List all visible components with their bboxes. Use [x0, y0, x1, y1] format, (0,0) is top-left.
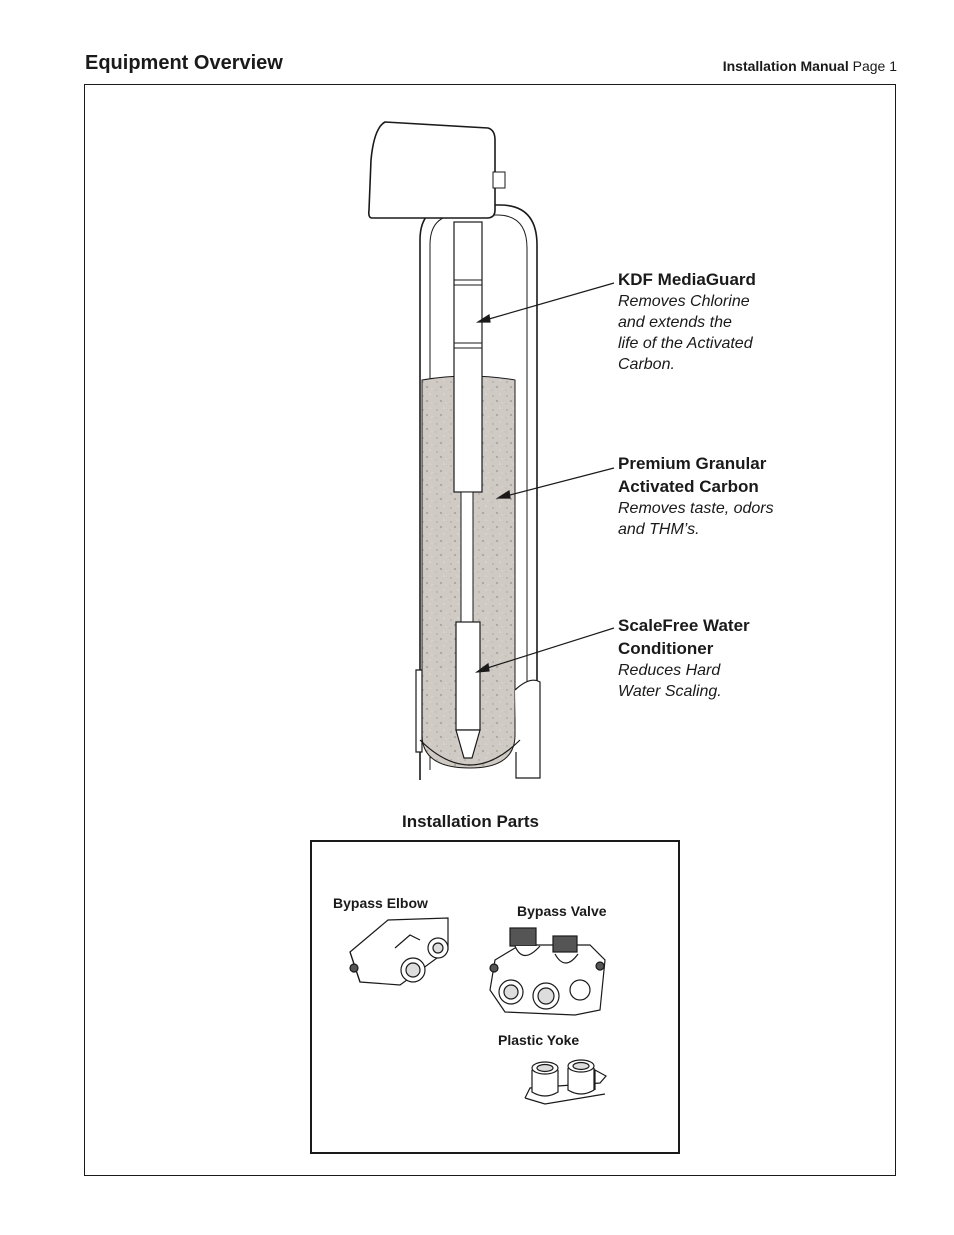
installation-parts-box — [310, 840, 680, 1154]
callout-description: Removes taste, odors and THM’s. — [618, 500, 774, 538]
part-label-bypass-elbow: Bypass Elbow — [333, 895, 428, 911]
callout-scalefree: ScaleFree Water Conditioner Reduces Hard… — [618, 614, 750, 702]
leader-kdf — [481, 282, 615, 322]
page-title: Equipment Overview — [85, 52, 283, 74]
callout-activated-carbon: Premium Granular Activated Carbon Remove… — [618, 452, 774, 540]
plastic-yoke-drawing — [524, 1059, 607, 1105]
callout-description: Reduces Hard Water Scaling. — [618, 662, 722, 700]
part-label-bypass-valve: Bypass Valve — [517, 903, 607, 919]
part-label-plastic-yoke: Plastic Yoke — [498, 1032, 580, 1048]
installation-parts-title: Installation Parts — [402, 812, 539, 831]
content-frame — [84, 84, 896, 1176]
leader-carbon — [501, 467, 615, 498]
callout-kdf-mediaguard: KDF MediaGuard Removes Chlorine and exte… — [618, 268, 756, 375]
callout-title: KDF MediaGuard — [618, 270, 756, 289]
bypass-valve-drawing — [489, 927, 606, 1016]
bypass-elbow-drawing — [349, 917, 449, 986]
callout-description: Removes Chlorine and extends the life of… — [618, 293, 753, 373]
control-valve-head — [368, 121, 496, 219]
page-header-info: Installation Manual Page 1 — [723, 58, 897, 74]
callout-title: Premium Granular Activated Carbon — [618, 454, 767, 496]
leader-scalefree — [480, 627, 615, 671]
page-number: Page 1 — [852, 58, 897, 74]
callout-title: ScaleFree Water Conditioner — [618, 616, 750, 658]
manual-label: Installation Manual — [722, 58, 849, 74]
